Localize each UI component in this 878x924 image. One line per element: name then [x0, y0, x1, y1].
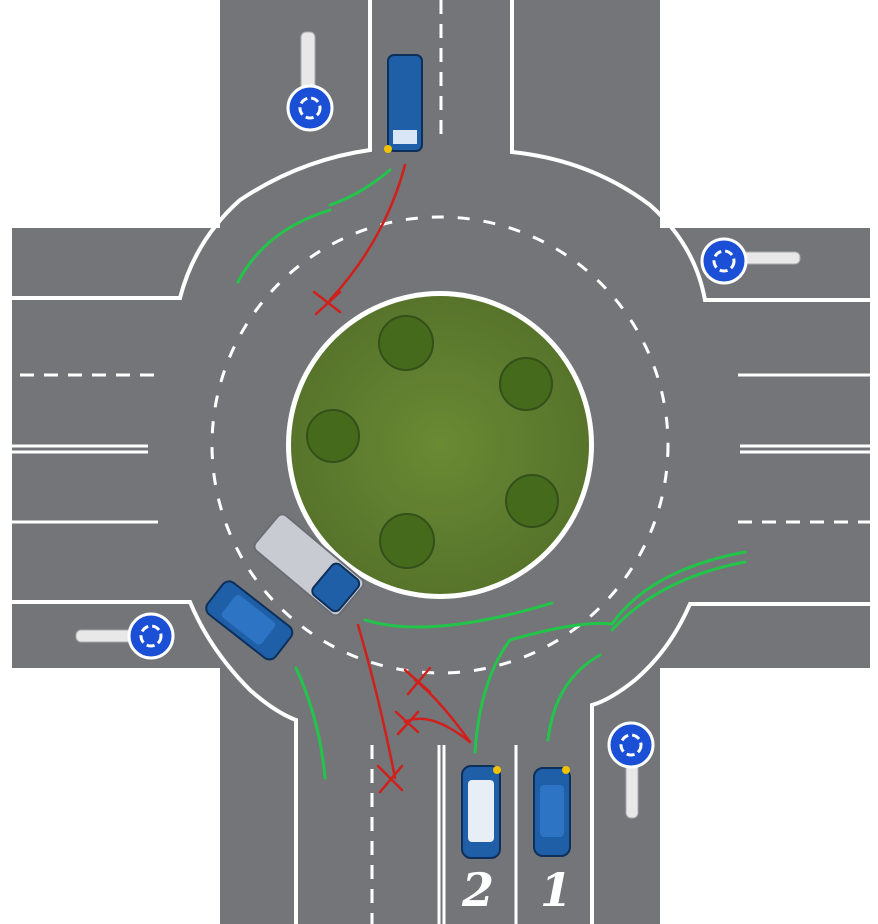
lane-1-label: 1 [540, 863, 572, 917]
lane-markings [12, 0, 870, 924]
roundabout-sign-icon [700, 237, 801, 285]
wrong-paths [312, 163, 472, 794]
curb-lines [12, 0, 870, 924]
trees [306, 315, 559, 569]
correct-paths [236, 168, 747, 780]
roundabout-sign-icon [286, 31, 334, 132]
car-icon [461, 765, 501, 859]
tree-icon [499, 357, 553, 411]
tree-icon [379, 513, 435, 569]
truck-icon [253, 513, 365, 617]
roundabout-sign-icon [75, 612, 175, 660]
car-icon [533, 766, 571, 857]
cross-mark-icon [312, 290, 342, 316]
cross-mark-icon [394, 710, 420, 736]
tree-icon [378, 315, 434, 371]
bus-icon [384, 54, 423, 153]
cross-mark-icon [403, 666, 432, 696]
car-icon [205, 580, 294, 661]
lane-2-label: 2 [461, 863, 494, 917]
tree-icon [505, 474, 559, 528]
cross-mark-icon [376, 764, 404, 794]
tree-icon [306, 409, 360, 463]
roundabout-sign-icon [607, 721, 655, 819]
